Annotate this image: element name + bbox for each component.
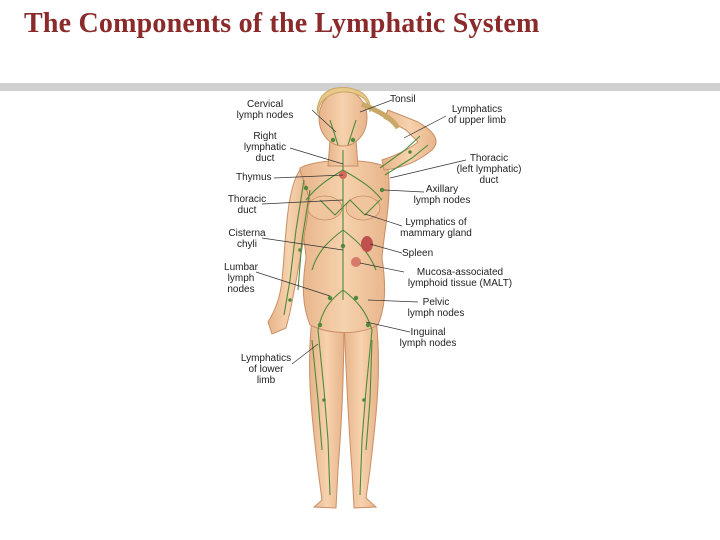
label-tonsil: Tonsil xyxy=(390,94,416,105)
lymph-vessel-network xyxy=(283,119,429,496)
label-lymphatics-upper-limb: Lymphatics of upper limb xyxy=(448,104,506,126)
label-inguinal-lymph-nodes: Inguinal lymph nodes xyxy=(399,327,457,349)
label-lumbar-lymph-nodes: Lumbar lymph nodes xyxy=(224,262,258,295)
malt-marker xyxy=(351,257,361,267)
label-cisterna-chyli: Cisterna chyli xyxy=(228,228,266,250)
label-cervical-lymph-nodes: Cervical lymph nodes xyxy=(236,99,294,121)
label-thoracic-left-duct: Thoracic (left lymphatic) duct xyxy=(456,153,522,186)
label-lymphatics-mammary-gland: Lymphatics of mammary gland xyxy=(400,217,472,239)
label-right-lymphatic-duct: Right lymphatic duct xyxy=(243,131,287,164)
title-divider xyxy=(0,83,720,91)
hair xyxy=(316,87,371,115)
label-thymus: Thymus xyxy=(236,172,272,183)
label-axillary-lymph-nodes: Axillary lymph nodes xyxy=(413,184,471,206)
label-pelvic-lymph-nodes: Pelvic lymph nodes xyxy=(407,297,465,319)
slide-title: The Components of the Lymphatic System xyxy=(24,8,540,39)
label-malt: Mucosa-associated lymphoid tissue (MALT) xyxy=(407,267,513,289)
lymph-nodes xyxy=(288,137,412,402)
label-thoracic-duct: Thoracic duct xyxy=(227,194,267,216)
spleen-marker xyxy=(361,236,373,252)
leader-lines xyxy=(255,99,467,365)
label-spleen: Spleen xyxy=(402,248,434,259)
label-lymphatics-lower-limb: Lymphatics of lower limb xyxy=(240,353,292,386)
